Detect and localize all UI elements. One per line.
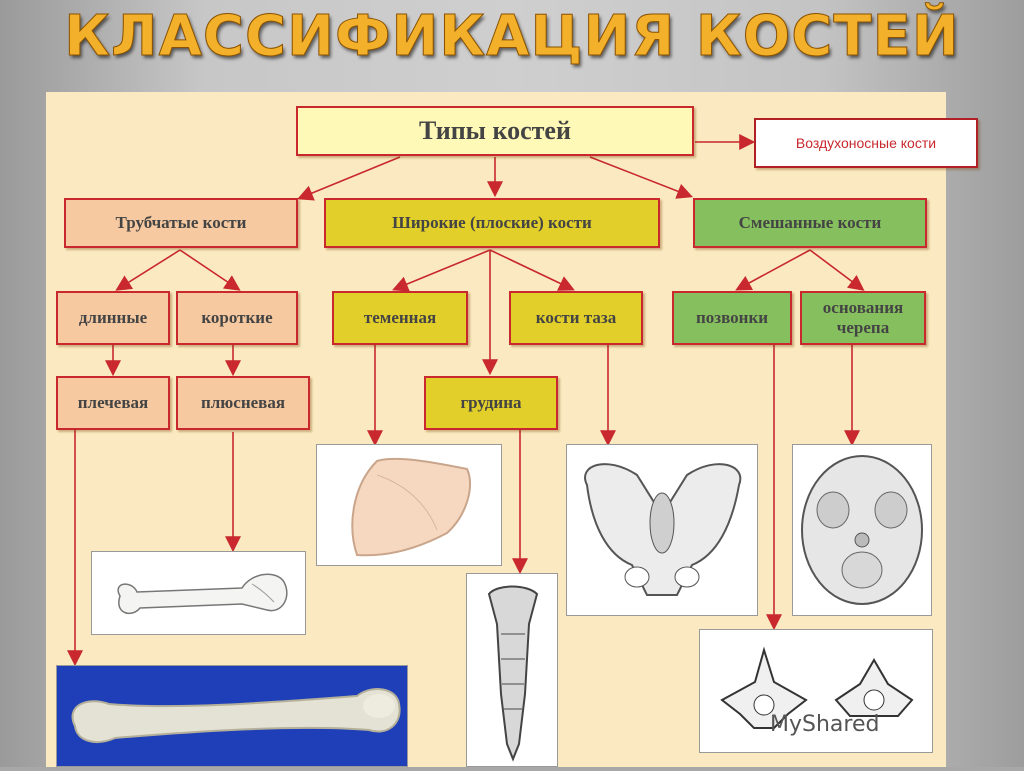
parietal-image: [316, 444, 502, 566]
node-vertebrae: позвонки: [672, 291, 792, 345]
sternum-bone-icon: [487, 585, 539, 762]
sternum-image: [466, 573, 558, 767]
node-tubular-bones: Трубчатые кости: [64, 198, 298, 248]
arrow-flat-pelvis: [489, 249, 575, 291]
arrow-tubular-long: [115, 249, 181, 291]
arrow-tubular-short: [179, 249, 241, 291]
arrow-root-mixed: [589, 156, 693, 199]
node-bone-types: Типы костей: [296, 106, 694, 156]
humerus-image: [56, 665, 408, 767]
node-metatarsal: плюсневая: [176, 376, 310, 430]
node-sternum: грудина: [424, 376, 558, 430]
node-humerus: плечевая: [56, 376, 170, 430]
pelvis-image: [566, 444, 758, 616]
humerus-bone-icon: [71, 688, 401, 743]
arrow-flat-parietal: [392, 249, 491, 292]
node-pneumatic-bones: Воздухоносные кости: [754, 118, 978, 168]
node-parietal: теменная: [332, 291, 468, 345]
node-pelvis: кости таза: [509, 291, 643, 345]
pelvis-bones-icon: [584, 463, 742, 596]
node-flat-bones: Широкие (плоские) кости: [324, 198, 660, 248]
skull-base-image: [792, 444, 932, 616]
node-mixed-bones: Смешанные кости: [693, 198, 927, 248]
node-skull-base: основания черепа: [800, 291, 926, 345]
parietal-bone-icon: [351, 457, 472, 557]
skull-base-icon: [801, 455, 923, 605]
slide-title: КЛАССИФИКАЦИЯ КОСТЕЙ: [64, 4, 960, 70]
vertebrae-image: [699, 629, 933, 753]
metatarsal-image: [91, 551, 306, 635]
myshared-watermark: MyShared: [770, 712, 880, 737]
vertebrae-icon: [720, 646, 914, 729]
arrow-mixed-skullbase: [809, 249, 865, 291]
node-short: короткие: [176, 291, 298, 345]
arrow-root-tubular: [297, 156, 401, 201]
metatarsal-bone-icon: [117, 573, 288, 615]
node-long: длинные: [56, 291, 170, 345]
arrow-mixed-vertebrae: [735, 249, 811, 291]
